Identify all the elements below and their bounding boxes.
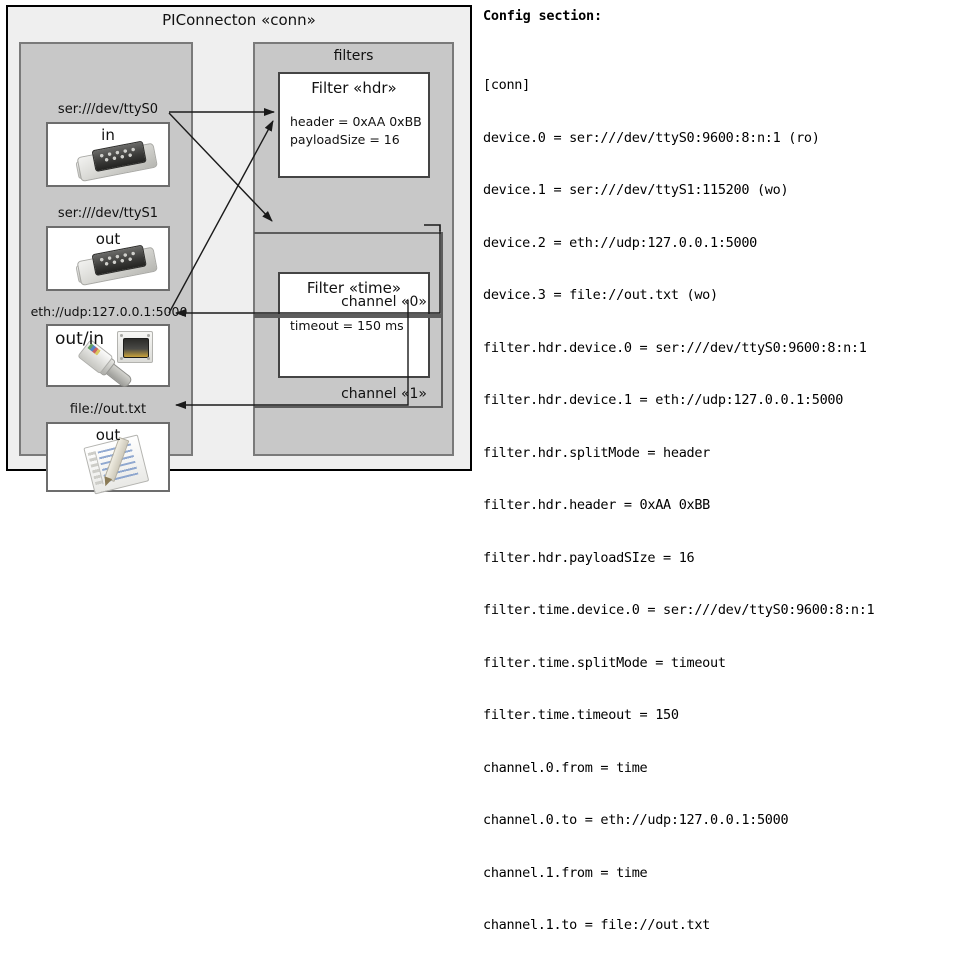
- devices-panel: ser:///dev/ttyS0 in ser:///dev/ttyS1 out…: [19, 42, 193, 495]
- config-line: [conn]: [483, 77, 530, 93]
- device-caption-file: file://out.txt: [69, 402, 147, 417]
- filters-panel-title: filters: [333, 48, 374, 64]
- filter-title-hdr: Filter «hdr»: [311, 79, 397, 97]
- device-caption-ttyS1: ser:///dev/ttyS1: [57, 206, 159, 221]
- device-caption-eth: eth://udp:127.0.0.1:5000: [30, 304, 188, 319]
- filter-prop-payloadsize: payloadSize = 16: [290, 132, 400, 147]
- filter-prop-header: header = 0xAA 0xBB: [290, 114, 422, 129]
- config-line: filter.hdr.header = 0xAA 0xBB: [483, 497, 711, 513]
- filters-panel: filters Filter «hdr» header = 0xAA 0xBB …: [253, 42, 454, 456]
- config-line: device.1 = ser:///dev/ttyS1:115200 (wo): [483, 182, 789, 198]
- device-card-ttyS0[interactable]: in: [46, 122, 170, 187]
- device-card-file[interactable]: out: [46, 422, 170, 495]
- config-line: device.3 = file://out.txt (wo): [483, 287, 718, 303]
- channel-box-1: channel «1»: [254, 316, 443, 408]
- config-line: filter.hdr.device.1 = eth://udp:127.0.0.…: [483, 392, 844, 408]
- serial-connector-icon: [75, 139, 158, 183]
- serial-connector-icon: [75, 243, 158, 287]
- diagram-canvas: PIConnecton «conn» ser:///dev/ttyS0 in s…: [6, 5, 875, 933]
- config-line: filter.time.device.0 = ser:///dev/ttyS0:…: [483, 602, 875, 618]
- device-card-eth[interactable]: out/in: [46, 324, 170, 389]
- config-line: filter.hdr.payloadSIze = 16: [483, 549, 695, 566]
- config-line: filter.hdr.device.0 = ser:///dev/ttyS0:9…: [483, 339, 867, 356]
- config-line: device.2 = eth://udp:127.0.0.1:5000: [483, 234, 757, 251]
- device-caption-ttyS0: ser:///dev/ttyS0: [57, 102, 159, 117]
- channel-label-0: channel «0»: [341, 294, 427, 310]
- config-heading: Config section:: [483, 8, 602, 24]
- device-card-ttyS1[interactable]: out: [46, 226, 170, 291]
- config-line: filter.hdr.splitMode = header: [483, 444, 711, 461]
- page-title: PIConnecton «conn»: [162, 11, 316, 29]
- config-line: device.0 = ser:///dev/ttyS0:9600:8:n:1 (…: [483, 129, 820, 146]
- config-line: channel.0.from = time: [483, 759, 648, 776]
- config-line: channel.1.to = file://out.txt: [483, 917, 711, 933]
- channel-label-1: channel «1»: [341, 386, 427, 402]
- config-line: channel.1.from = time: [483, 864, 648, 881]
- config-line: channel.0.to = eth://udp:127.0.0.1:5000: [483, 812, 789, 828]
- ethernet-jack-icon: [117, 331, 153, 363]
- config-listing: [conn] device.0 = ser:///dev/ttyS0:9600:…: [483, 42, 958, 968]
- config-line: filter.time.splitMode = timeout: [483, 654, 726, 671]
- config-pane: Config section: [conn] device.0 = ser://…: [483, 8, 958, 968]
- filter-card-hdr[interactable]: Filter «hdr» header = 0xAA 0xBB payloadS…: [278, 72, 430, 178]
- channel-box-0: channel «0»: [254, 232, 443, 316]
- config-line: filter.time.timeout = 150: [483, 707, 679, 723]
